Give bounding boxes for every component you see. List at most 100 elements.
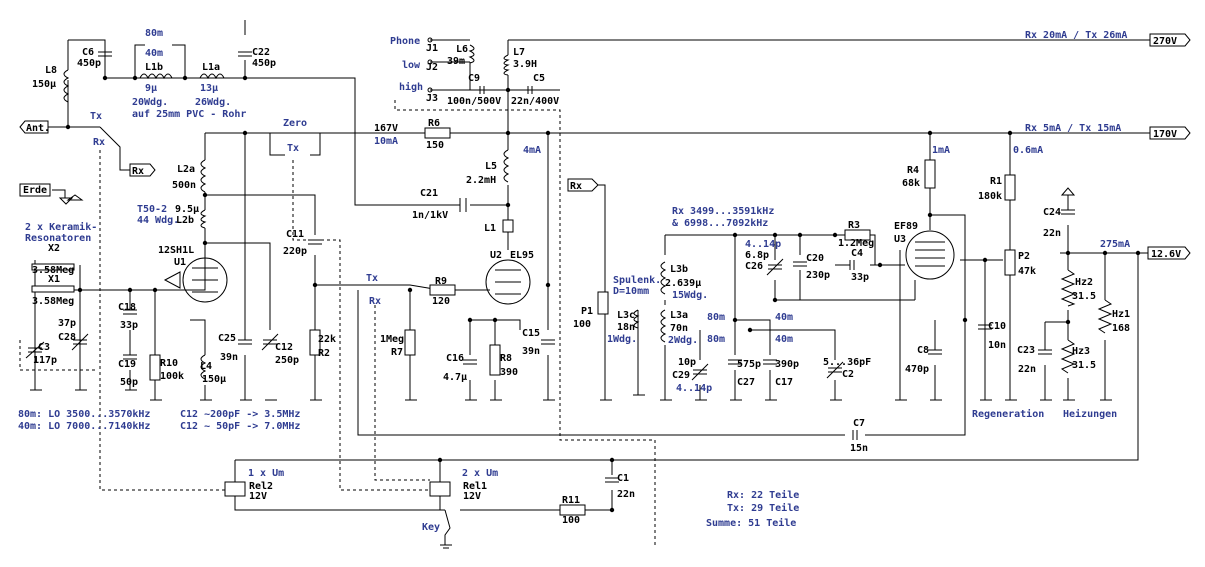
Rel2-name: Rel2 [249,481,273,492]
C4-value: 33p [851,272,869,283]
rx-port-b: Rx [570,181,582,192]
C2-name: C2 [842,369,854,380]
summary-rx: Rx: 22 Teile [727,489,799,501]
rail-170-label: 170V [1153,129,1177,140]
L6-value: 39m [447,56,465,67]
wdg20-label: 20Wdg. [132,97,168,108]
C5-value: 22n/400V [511,96,559,107]
pvc-label: auf 25mm PVC - Rohr [132,109,246,120]
erde-label: Erde [23,185,47,196]
C24-name: C24 [1043,207,1061,218]
band-40m-c: 40m [775,334,793,345]
C26-value: 6.8p [745,250,769,261]
R11-name: R11 [562,495,580,506]
C8-name: C8 [917,345,929,356]
P1-value: 100 [573,319,591,330]
L3b-value: 2.639µ [665,278,701,289]
Hz2-name: Hz2 [1075,277,1093,288]
U1-type: 12SH1L [158,245,194,256]
L4-value: 150µ [202,374,226,385]
C10-name: C10 [988,321,1006,332]
C10-value: 10n [988,340,1006,351]
sw-tx3: Tx [366,273,378,284]
R7-value: 1Meg [380,334,404,345]
rail-170-note: Rx 5mA / Tx 15mA [1025,123,1121,134]
Rel2-value: 12V [249,491,267,502]
band-40m-b: 40m [775,312,793,323]
sw-tx2: Tx [287,143,299,154]
C20-value: 230p [806,270,830,281]
L1-name: L1 [484,223,496,234]
i06-label: 0.6mA [1013,145,1043,156]
capacitors [25,51,1075,483]
C6-value: 450p [77,58,101,69]
L1b-value: 9µ [145,83,157,94]
lo-80m-note: 80m: LO 3500...3570kHz [18,409,150,420]
R10-name: R10 [160,358,178,369]
R6-value: 150 [426,140,444,151]
L1a-value: 13µ [200,83,218,94]
relay-um1-label: 1 x Um [248,468,284,479]
X1-value: 3.58Meg [32,296,74,307]
C2-value: 5...36pF [823,357,871,368]
C3-value: 117p [33,355,57,366]
rx-freq-2: & 6998...7092kHz [672,218,768,229]
relays [224,481,451,497]
C27-value: 575p [737,359,761,370]
rx-port-a: Rx [132,166,144,177]
dashed-links [19,100,656,545]
phone-label: Phone [390,36,420,47]
C28-name: C28 [58,332,76,343]
inductors [63,44,667,380]
R4-value: 68k [902,178,920,189]
junction-dots [65,75,1141,513]
C27-name: C27 [737,377,755,388]
relay-um2-label: 2 x Um [462,468,498,479]
c12-note-1: C12 ~200pF -> 3.5MHz [180,409,300,420]
C16-value: 4.7µ [443,372,467,383]
L1a-name: L1a [202,62,220,73]
R2-value: 22k [318,334,336,345]
C12-name: C12 [275,342,293,353]
C6-name: C6 [82,47,94,58]
C22-name: C22 [252,47,270,58]
L3c-value: 18n [617,322,635,333]
L5-value: 2.2mH [466,175,496,186]
R9-name: R9 [435,276,447,287]
key-label: Key [422,522,440,533]
C19-value: 50p [120,377,138,388]
crystals [31,263,75,293]
C9-name: C9 [468,73,480,84]
C7-value: 15n [850,443,868,454]
rail-270-note: Rx 20mA / Tx 26mA [1025,30,1127,41]
C1-value: 22n [617,489,635,500]
rail-270-label: 270V [1153,36,1177,47]
L5-name: L5 [485,161,497,172]
j3-label: J3 [426,93,438,104]
i4-label: 4mA [523,145,541,156]
L3b-name: L3b [670,264,688,275]
port-shapes [19,33,1191,260]
sw-zero: Zero [283,118,307,129]
X1-name: X1 [48,274,60,285]
C20-name: C20 [806,253,824,264]
keramik-label-2: Resonatoren [25,233,91,244]
C29-value: 10p [678,357,696,368]
L2a-name: L2a [177,164,195,175]
R8-value: 390 [500,367,518,378]
sw-rx1: Rx [93,137,105,148]
wdg1-label: 1Wdg. [607,334,637,345]
i10-label: 10mA [374,136,398,147]
tubes [163,219,955,305]
C5-name: C5 [533,73,545,84]
C15-name: C15 [522,328,540,339]
band-80m-a: 80m [707,312,725,323]
rail-12v-note: 275mA [1100,239,1130,250]
R7-name: R7 [391,347,403,358]
C26-range: 4..14p [745,239,781,250]
R3-name: R3 [848,220,860,231]
Hz1-name: Hz1 [1112,309,1130,320]
Hz2-value: 31.5 [1072,291,1096,302]
C21-name: C21 [420,188,438,199]
lo-40m-note: 40m: LO 7000...7140kHz [18,421,150,432]
